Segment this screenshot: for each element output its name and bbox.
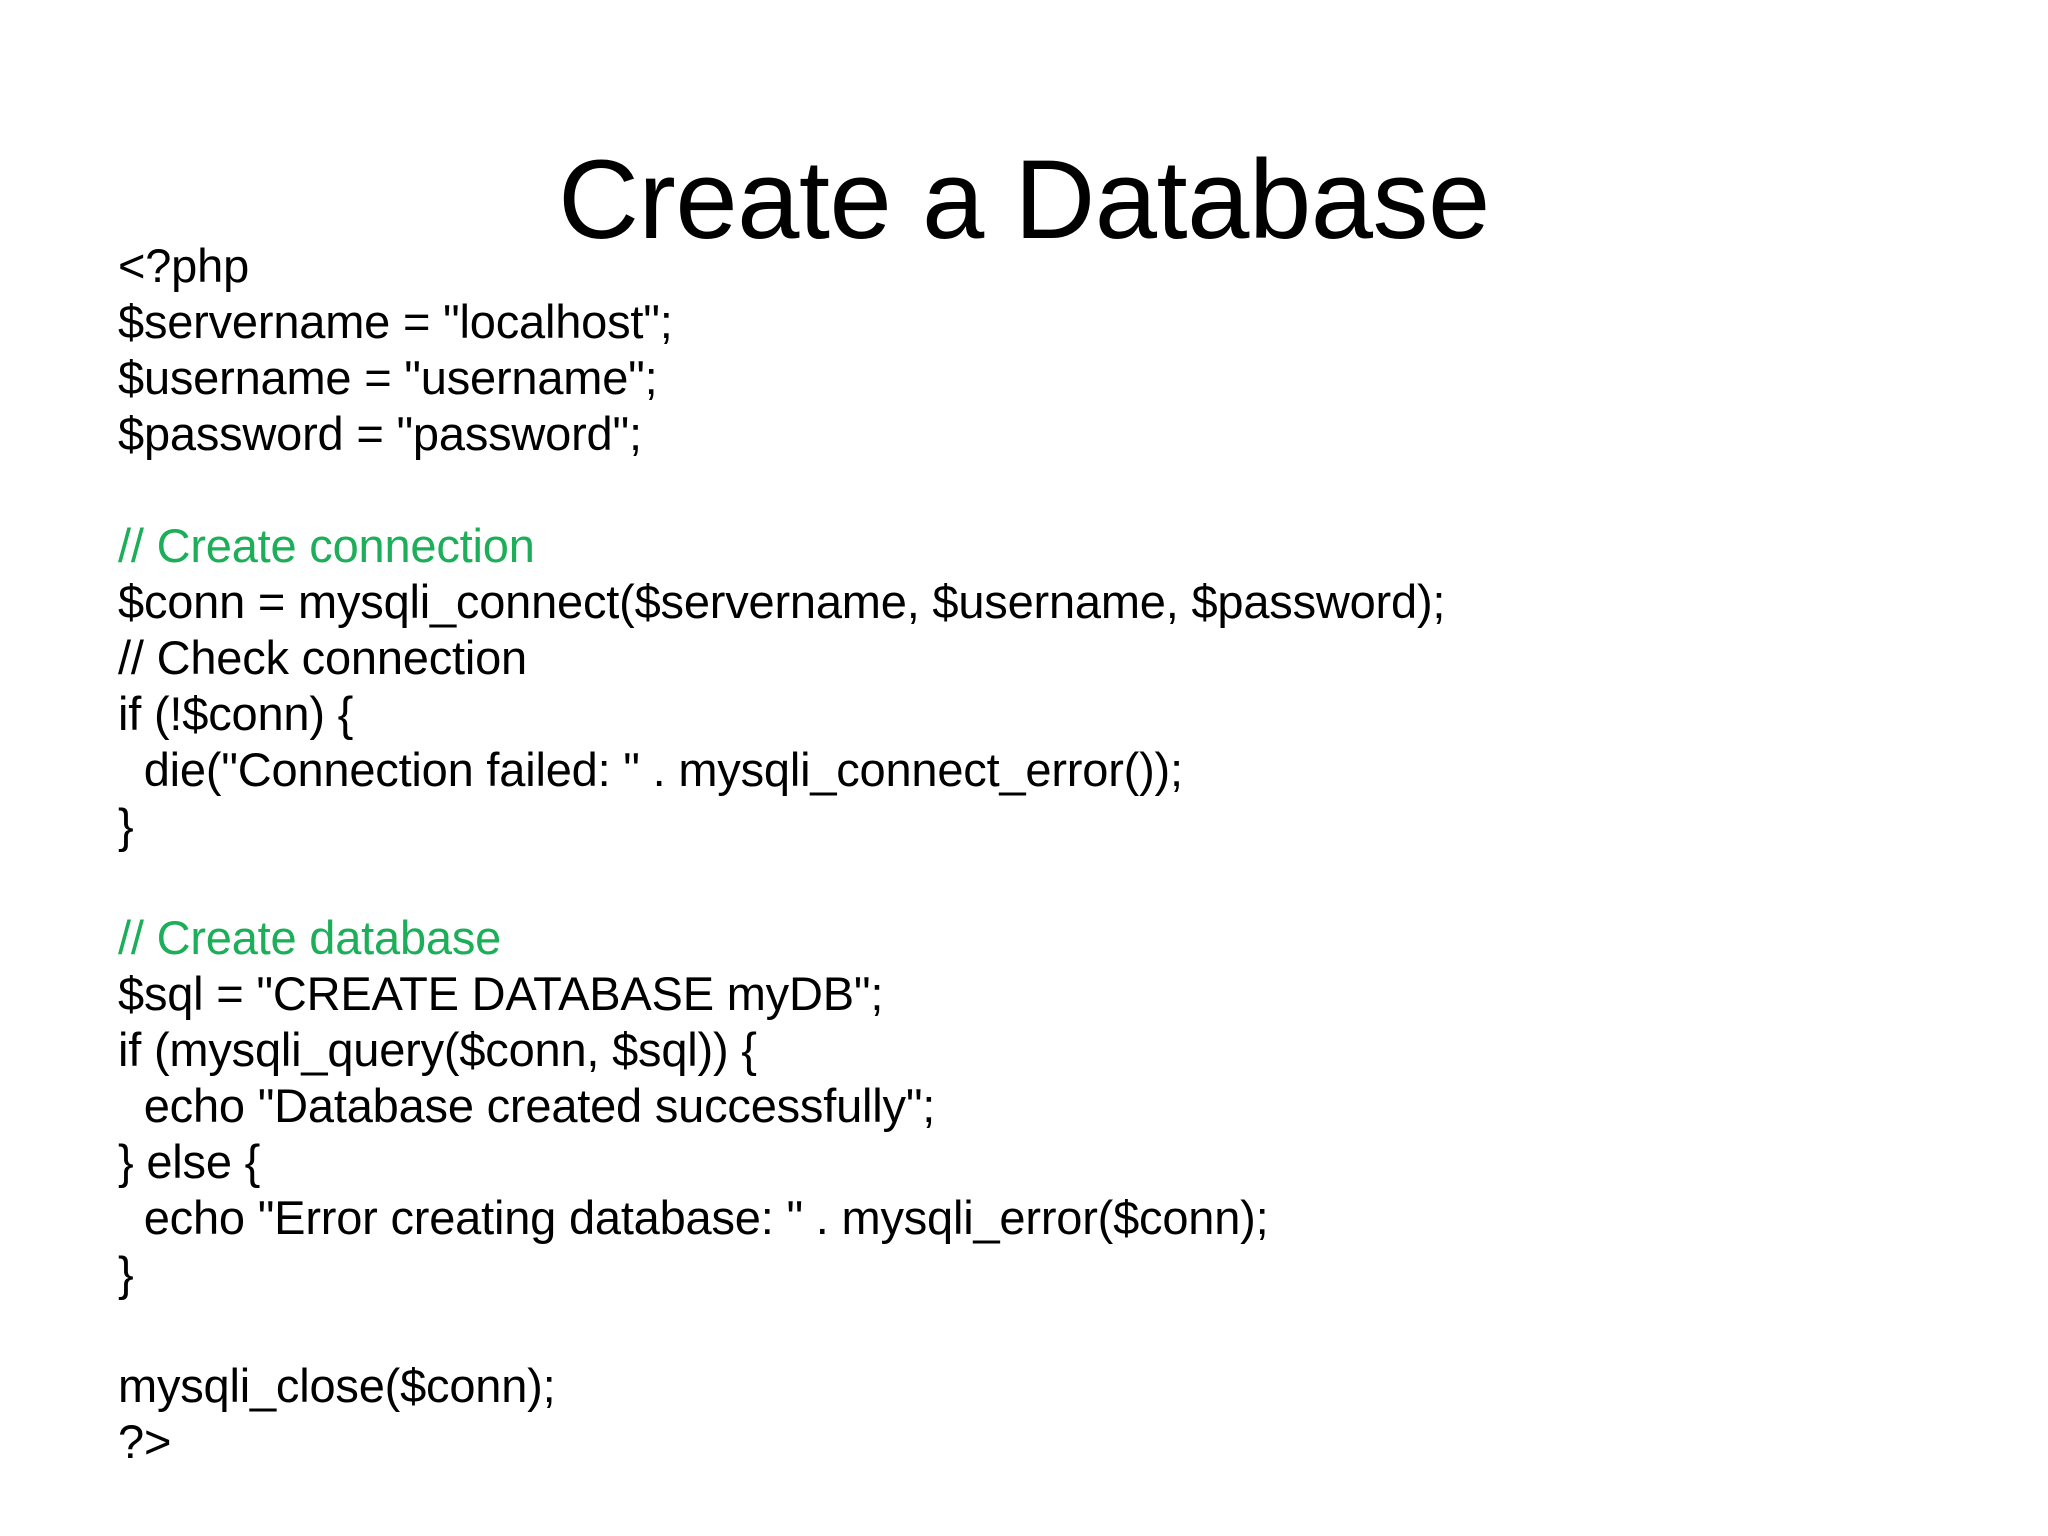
code-line-blank: [118, 854, 1978, 910]
code-line: $servername = "localhost";: [118, 295, 673, 348]
code-line: <?php: [118, 239, 250, 292]
code-line: die("Connection failed: " . mysqli_conne…: [118, 743, 1183, 796]
php-code-block: <?php$servername = "localhost";$username…: [118, 238, 1978, 1470]
code-line: mysqli_close($conn);: [118, 1359, 556, 1412]
code-line-blank: [118, 462, 1978, 518]
code-line: echo "Database created successfully";: [118, 1079, 936, 1132]
code-line: }: [118, 799, 134, 852]
code-line: $username = "username";: [118, 351, 658, 404]
code-line: if (!$conn) {: [118, 687, 354, 740]
code-line: // Create connection: [118, 519, 535, 572]
code-line: if (mysqli_query($conn, $sql)) {: [118, 1023, 757, 1076]
code-line: $password = "password";: [118, 407, 642, 460]
code-line: $sql = "CREATE DATABASE myDB";: [118, 967, 884, 1020]
code-line: $conn = mysqli_connect($servername, $use…: [118, 575, 1446, 628]
code-line: echo "Error creating database: " . mysql…: [118, 1191, 1269, 1244]
code-line: // Create database: [118, 911, 502, 964]
code-line: ?>: [118, 1415, 172, 1468]
page-title: Create a Database: [558, 137, 1490, 263]
code-line: }: [118, 1247, 134, 1300]
code-line: // Check connection: [118, 631, 527, 684]
code-line-blank: [118, 1302, 1978, 1358]
code-line: } else {: [118, 1135, 261, 1188]
